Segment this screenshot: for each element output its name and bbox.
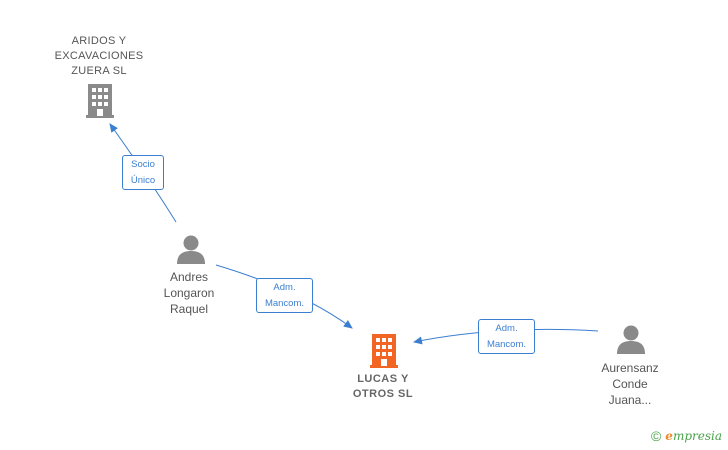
brand-name: empresia xyxy=(665,429,722,443)
person-icon[interactable] xyxy=(177,235,205,265)
node-label-andres[interactable]: Andres Longaron Raquel xyxy=(163,270,215,316)
person-icon[interactable] xyxy=(617,325,645,355)
building-icon[interactable] xyxy=(86,84,114,118)
edge-label-adm-mancom[interactable]: Adm. Mancom. xyxy=(478,319,535,354)
node-label-aurensanz[interactable]: Aurensanz Conde Juana... xyxy=(601,361,659,407)
node-label-lucas[interactable]: LUCAS Y OTROS SL xyxy=(352,373,414,400)
edge-label-socio-unico[interactable]: Socio Único xyxy=(122,155,164,190)
edge-label-adm-mancom[interactable]: Adm. Mancom. xyxy=(256,278,313,313)
copyright-icon: © xyxy=(650,428,662,444)
empresia-watermark: © empresia xyxy=(651,428,722,444)
node-label-aridos[interactable]: ARIDOS Y EXCAVACIONES ZUERA SL xyxy=(54,35,144,77)
building-icon[interactable] xyxy=(370,334,398,368)
